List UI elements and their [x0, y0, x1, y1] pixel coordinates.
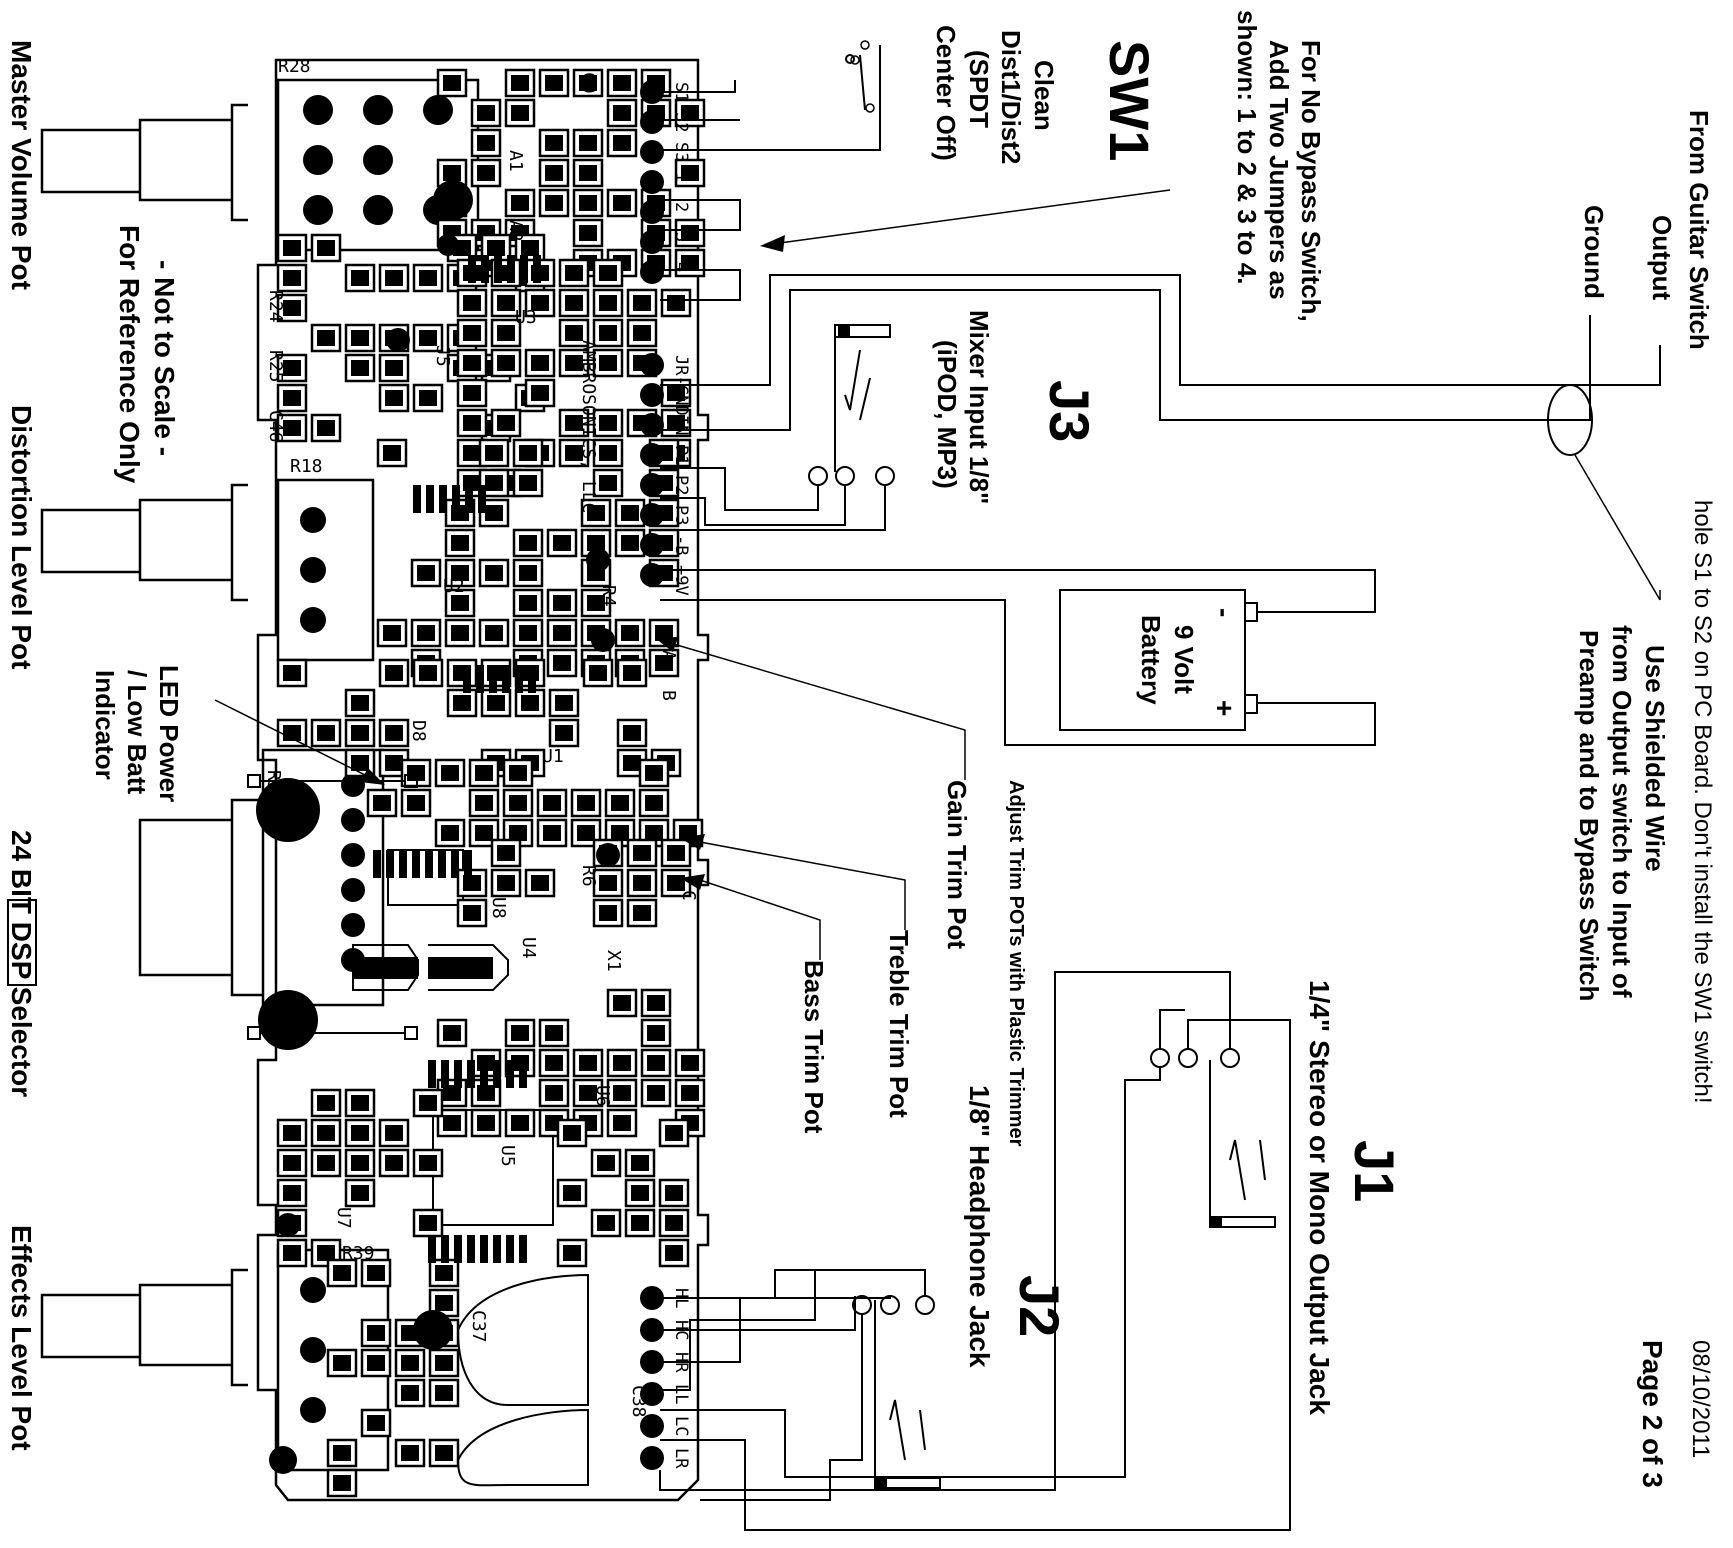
- ref-u3: U3: [515, 307, 537, 328]
- pin-top-b-4: P2: [671, 475, 691, 495]
- ref-c: C: [678, 890, 699, 901]
- pin-bottom-3: LL: [671, 1384, 691, 1404]
- battery-plus: +: [1209, 700, 1240, 716]
- treble-trim-label: Treble Trim Pot: [884, 930, 914, 1118]
- not-to-scale-label-1: - Not to Scale -: [149, 260, 180, 456]
- rotated-labels-right: 08/10/2011 Page 2 of 3 hole S1 to S2 on …: [799, 10, 1716, 1488]
- pc-board: [256, 58, 710, 1502]
- pin-top-a-1: S2: [671, 112, 691, 132]
- shielded-wire-label-2: from Output switch to Input of: [1607, 625, 1637, 998]
- ref-c9: C9: [578, 72, 599, 94]
- battery-minus: -: [1209, 608, 1240, 617]
- sw1-title: SW1: [1098, 40, 1161, 161]
- j1-desc: 1/4" Stereo or Mono Output Jack: [1304, 980, 1335, 1415]
- pin-top-a-3: 1: [671, 172, 691, 182]
- j2-title: J2: [1008, 1275, 1071, 1337]
- ref-u5: U5: [497, 1145, 518, 1167]
- wiring: [214, 40, 1661, 1531]
- ref-j5: J5: [432, 345, 453, 367]
- ref-d8: D8: [408, 720, 429, 742]
- from-guitar-switch-label: From Guitar Switch: [1684, 110, 1714, 350]
- ref-r39: R39: [342, 1243, 375, 1264]
- page-number: Page 2 of 3: [1637, 1340, 1668, 1488]
- battery-label-1: 9 Volt: [1169, 625, 1199, 694]
- adjust-trim-label: Adjust Trim POTs with Plastic Trimmer: [1005, 780, 1027, 1147]
- pin-top-b-2: IN: [671, 415, 691, 435]
- pin-bottom-4: LC: [671, 1416, 691, 1436]
- ref-b: B: [658, 690, 679, 701]
- sw1-label-2: Dist1/Dist2: [996, 30, 1026, 164]
- ref-u6: U6: [592, 1085, 613, 1107]
- rotated-labels-left: Master Volume Pot - Not to Scale - For R…: [6, 40, 184, 1451]
- ref-r25: R25: [265, 350, 286, 383]
- header-note: hole S1 to S2 on PC Board. Don't install…: [1689, 500, 1716, 1104]
- ref-u4: U4: [518, 937, 539, 959]
- j2-desc: 1/8" Headphone Jack: [964, 1085, 995, 1368]
- sw1-label-4: Center Off): [931, 25, 961, 161]
- j3-label-1: Mixer Input 1/8": [964, 310, 994, 504]
- ref-c38: C38: [628, 1385, 649, 1418]
- bypass-label-1: For No Bypass Switch,: [1296, 40, 1326, 322]
- ref-c37: C37: [468, 1310, 489, 1343]
- not-to-scale-label-2: For Reference Only: [114, 225, 145, 484]
- pin-top-b-6: -B: [671, 535, 691, 555]
- led-label-2: / Low Batt: [122, 670, 152, 795]
- pin-bottom-5: LR: [671, 1448, 691, 1469]
- board-pin-holes: S1S2S31234JR-GNDINP1P2P3-B+9VHLHCHRLLLCL…: [640, 80, 691, 1470]
- ref-a1: A1: [505, 150, 526, 172]
- ref-r6: R6: [578, 865, 599, 887]
- ground-label: Ground: [1579, 205, 1609, 299]
- j3-label-2: (iPOD, MP3): [932, 340, 962, 489]
- ref-r28: R28: [278, 56, 311, 77]
- ref-u8: U8: [488, 897, 509, 919]
- sw1-label-1: Clean: [1029, 60, 1059, 131]
- pin-top-b-1: GND: [671, 385, 691, 416]
- ref-r18: R18: [290, 456, 323, 477]
- ref-a2: A2: [505, 220, 526, 242]
- pin-top-a-5: 3: [671, 232, 691, 242]
- vendor-silkscreen: AMBROSONICS, LLC: [578, 340, 599, 513]
- pin-top-b-3: P1: [671, 445, 691, 465]
- date-label: 08/10/2011: [1687, 1340, 1714, 1458]
- ref-r4: R4: [598, 585, 619, 607]
- ref-x1: X1: [603, 950, 624, 972]
- battery-label-2: Battery: [1136, 615, 1166, 705]
- pin-top-b-5: P3: [671, 505, 691, 525]
- bypass-label-2: Add Two Jumpers as: [1264, 40, 1294, 300]
- pin-top-a-6: 4: [671, 262, 691, 272]
- ref-a: A: [658, 650, 679, 661]
- master-volume-label: Master Volume Pot: [6, 40, 37, 290]
- pin-top-b-7: +9V: [671, 565, 691, 596]
- distortion-level-label: Distortion Level Pot: [6, 405, 37, 669]
- effects-level-label: Effects Level Pot: [6, 1225, 37, 1451]
- led-label-1: LED Power: [154, 665, 184, 802]
- j3-title: J3: [1038, 380, 1101, 442]
- gain-trim-label: Gain Trim Pot: [942, 780, 972, 949]
- board-silkscreen: AMBROSONICS, LLC R28C9A1A2U3J5R24R25C46R…: [263, 56, 699, 1418]
- bass-trim-label: Bass Trim Pot: [799, 960, 829, 1134]
- shielded-wire-label-3: Preamp and to Bypass Switch: [1574, 630, 1604, 1001]
- shielded-wire-label-1: Use Shielded Wire: [1640, 645, 1670, 872]
- pin-top-a-2: S3: [671, 142, 691, 162]
- sw1-label-3: (SPDT: [964, 50, 994, 128]
- bypass-label-3: shown: 1 to 2 & 3 to 4.: [1232, 10, 1262, 284]
- pin-top-a-4: 2: [671, 202, 691, 212]
- ref-r24: R24: [265, 290, 286, 323]
- dsp-selector-label: 24 BIT DSP Selector: [6, 830, 37, 1097]
- ref-u1: U1: [542, 746, 564, 767]
- output-label: Output: [1647, 215, 1677, 301]
- pin-top-b-0: JR-: [671, 355, 691, 386]
- ref-r59: R59: [263, 770, 284, 803]
- ref-u7: U7: [333, 1207, 354, 1229]
- ref-c46: C46: [265, 410, 286, 443]
- led-label-3: Indicator: [90, 670, 120, 780]
- j1-title: J1: [1343, 1140, 1406, 1202]
- ref-u2: U2: [443, 576, 465, 597]
